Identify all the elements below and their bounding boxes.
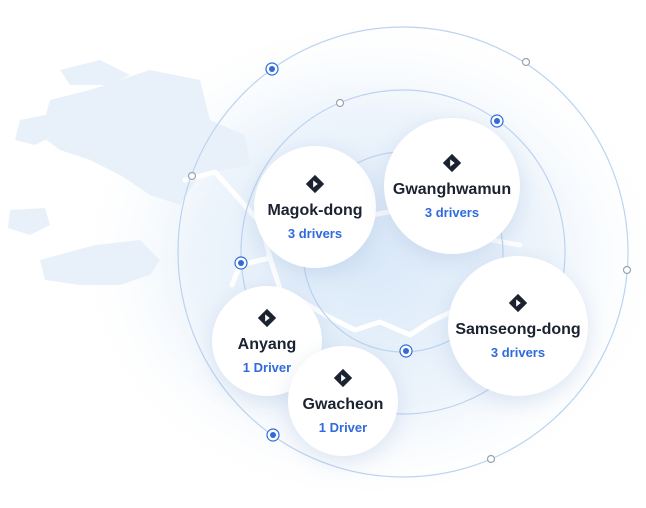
location-name: Magok-dong xyxy=(267,201,363,219)
middle-orbit xyxy=(240,89,566,415)
logo-icon xyxy=(442,153,462,173)
logo-icon xyxy=(305,174,325,194)
logo-icon xyxy=(508,293,528,313)
location-name: Samseong-dong xyxy=(455,320,581,338)
logo-icon xyxy=(333,368,353,388)
orbit-node-blue xyxy=(399,344,413,358)
orbit-node-blue xyxy=(234,256,248,270)
location-bubble-gwacheon[interactable]: Gwacheon 1 Driver xyxy=(288,346,398,456)
location-bubble-gwanghwamun[interactable]: Gwanghwamun 3 drivers xyxy=(384,118,520,254)
orbit-node xyxy=(187,171,197,181)
driver-count: 3 drivers xyxy=(287,226,343,242)
location-bubble-magok-dong[interactable]: Magok-dong 3 drivers xyxy=(254,146,376,268)
orbit-node xyxy=(486,454,496,464)
orbit-node xyxy=(521,57,531,67)
outer-orbit xyxy=(177,26,629,478)
driver-count: 3 drivers xyxy=(490,345,546,361)
driver-count: 1 Driver xyxy=(242,360,292,376)
location-name: Gwanghwamun xyxy=(392,180,512,198)
driver-count: 1 Driver xyxy=(318,420,368,436)
location-name: Anyang xyxy=(237,335,297,353)
orbit-node xyxy=(622,265,632,275)
orbit-node-blue xyxy=(265,62,279,76)
orbit-nodes-hollow xyxy=(187,57,632,464)
logo-icon xyxy=(257,308,277,328)
location-name: Gwacheon xyxy=(302,395,384,413)
land-shapes xyxy=(8,60,250,285)
driver-count: 3 drivers xyxy=(424,205,480,221)
orbit-node-blue xyxy=(490,114,504,128)
orbit-node xyxy=(335,98,345,108)
orbit-nodes-blue xyxy=(234,62,504,442)
orbit-node-blue xyxy=(266,428,280,442)
location-bubble-samseong-dong[interactable]: Samseong-dong 3 drivers xyxy=(448,256,588,396)
